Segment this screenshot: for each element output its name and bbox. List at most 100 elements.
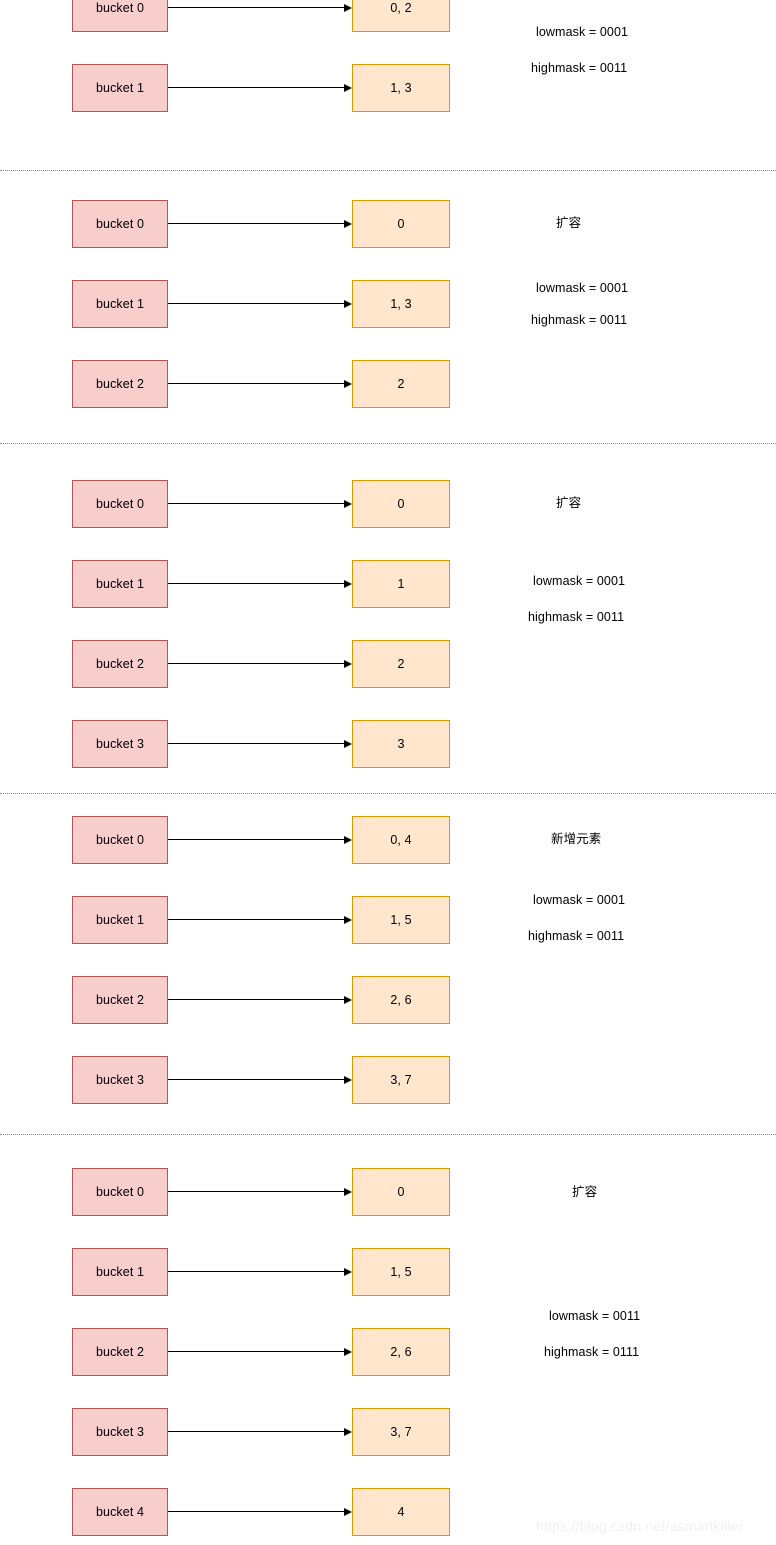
arrow-head-icon <box>344 499 352 508</box>
bucket-box[interactable]: bucket 1 <box>72 1248 168 1296</box>
value-box[interactable]: 0 <box>352 200 450 248</box>
arrow-shaft <box>168 839 346 841</box>
arrow-head-icon <box>344 379 352 388</box>
lowmask-label: lowmask = 0001 <box>533 893 626 907</box>
bucket-row: bucket 1 1, 5 <box>0 1248 776 1296</box>
arrow-shaft <box>168 503 346 505</box>
arrow-bucket-to-value <box>168 739 352 748</box>
bucket-box[interactable]: bucket 3 <box>72 1056 168 1104</box>
operation-label: 扩容 <box>572 1185 598 1199</box>
bucket-row: bucket 3 3 <box>0 720 776 768</box>
arrow-head-icon <box>344 915 352 924</box>
arrow-shaft <box>168 383 346 385</box>
arrow-head-icon <box>344 579 352 588</box>
bucket-box[interactable]: bucket 1 <box>72 64 168 112</box>
bucket-box[interactable]: bucket 1 <box>72 280 168 328</box>
value-box[interactable]: 1, 5 <box>352 1248 450 1296</box>
arrow-head-icon <box>344 1427 352 1436</box>
arrow-shaft <box>168 743 346 745</box>
lowmask-label: lowmask = 0001 <box>536 25 629 39</box>
bucket-box[interactable]: bucket 2 <box>72 360 168 408</box>
arrow-head-icon <box>344 1187 352 1196</box>
bucket-box[interactable]: bucket 4 <box>72 1488 168 1536</box>
value-box[interactable]: 1, 3 <box>352 64 450 112</box>
bucket-box[interactable]: bucket 1 <box>72 560 168 608</box>
value-box[interactable]: 1, 5 <box>352 896 450 944</box>
arrow-head-icon <box>344 995 352 1004</box>
arrow-shaft <box>168 1351 346 1353</box>
highmask-label: highmask = 0011 <box>531 313 628 327</box>
bucket-box[interactable]: bucket 0 <box>72 0 168 32</box>
value-box[interactable]: 4 <box>352 1488 450 1536</box>
arrow-bucket-to-value <box>168 659 352 668</box>
arrow-bucket-to-value <box>168 1075 352 1084</box>
value-box[interactable]: 2 <box>352 640 450 688</box>
diagram-section-state-4-insert: bucket 0 0, 4 bucket 1 1, 5 bucket 2 2, 6 buck… <box>0 816 776 1104</box>
highmask-label: highmask = 0011 <box>531 61 628 75</box>
bucket-box[interactable]: bucket 1 <box>72 896 168 944</box>
value-box[interactable]: 2 <box>352 360 450 408</box>
diagram-section-state-3-resize: bucket 0 0 bucket 1 1 bucket 2 2 bucket 3 3 扩容 lo… <box>0 480 776 768</box>
value-box[interactable]: 0 <box>352 1168 450 1216</box>
bucket-row: bucket 3 3, 7 <box>0 1056 776 1104</box>
value-box[interactable]: 0, 2 <box>352 0 450 32</box>
arrow-head-icon <box>344 659 352 668</box>
value-box[interactable]: 3, 7 <box>352 1408 450 1456</box>
arrow-head-icon <box>344 739 352 748</box>
bucket-box[interactable]: bucket 2 <box>72 640 168 688</box>
operation-label: 扩容 <box>556 496 582 510</box>
value-box[interactable]: 0, 4 <box>352 816 450 864</box>
arrow-head-icon <box>344 3 352 12</box>
value-box[interactable]: 1 <box>352 560 450 608</box>
arrow-bucket-to-value <box>168 1347 352 1356</box>
bucket-row: bucket 3 3, 7 <box>0 1408 776 1456</box>
bucket-row: bucket 2 2, 6 <box>0 1328 776 1376</box>
arrow-head-icon <box>344 83 352 92</box>
arrow-shaft <box>168 663 346 665</box>
arrow-bucket-to-value <box>168 835 352 844</box>
bucket-box[interactable]: bucket 3 <box>72 1408 168 1456</box>
arrow-shaft <box>168 919 346 921</box>
arrow-shaft <box>168 1191 346 1193</box>
arrow-head-icon <box>344 835 352 844</box>
value-box[interactable]: 3, 7 <box>352 1056 450 1104</box>
lowmask-label: lowmask = 0001 <box>533 574 626 588</box>
arrow-shaft <box>168 1431 346 1433</box>
value-box[interactable]: 1, 3 <box>352 280 450 328</box>
arrow-head-icon <box>344 1075 352 1084</box>
value-box[interactable]: 3 <box>352 720 450 768</box>
arrow-bucket-to-value <box>168 83 352 92</box>
value-box[interactable]: 2, 6 <box>352 1328 450 1376</box>
arrow-shaft <box>168 223 346 225</box>
arrow-shaft <box>168 1271 346 1273</box>
arrow-head-icon <box>344 219 352 228</box>
diagram-section-state-1-initial: bucket 0 0, 2 bucket 1 1, 3 lowmask = 0001 hi… <box>0 0 776 112</box>
operation-label: 新增元素 <box>551 832 602 846</box>
bucket-box[interactable]: bucket 0 <box>72 816 168 864</box>
bucket-row: bucket 0 0 <box>0 480 776 528</box>
arrow-shaft <box>168 999 346 1001</box>
value-box[interactable]: 0 <box>352 480 450 528</box>
bucket-box[interactable]: bucket 0 <box>72 200 168 248</box>
bucket-row: bucket 0 0, 2 <box>0 0 776 32</box>
bucket-box[interactable]: bucket 2 <box>72 976 168 1024</box>
bucket-box[interactable]: bucket 0 <box>72 1168 168 1216</box>
arrow-bucket-to-value <box>168 219 352 228</box>
watermark-text: https://blog.csdn.net/asmartkiller <box>536 1518 744 1534</box>
bucket-box[interactable]: bucket 2 <box>72 1328 168 1376</box>
arrow-bucket-to-value <box>168 1187 352 1196</box>
arrow-bucket-to-value <box>168 995 352 1004</box>
arrow-head-icon <box>344 299 352 308</box>
bucket-box[interactable]: bucket 3 <box>72 720 168 768</box>
value-box[interactable]: 2, 6 <box>352 976 450 1024</box>
arrow-shaft <box>168 87 346 89</box>
arrow-shaft <box>168 303 346 305</box>
arrow-shaft <box>168 1079 346 1081</box>
bucket-row: bucket 0 0 <box>0 200 776 248</box>
arrow-shaft <box>168 7 346 9</box>
bucket-row: bucket 2 2 <box>0 360 776 408</box>
section-separator <box>0 1134 776 1135</box>
bucket-box[interactable]: bucket 0 <box>72 480 168 528</box>
